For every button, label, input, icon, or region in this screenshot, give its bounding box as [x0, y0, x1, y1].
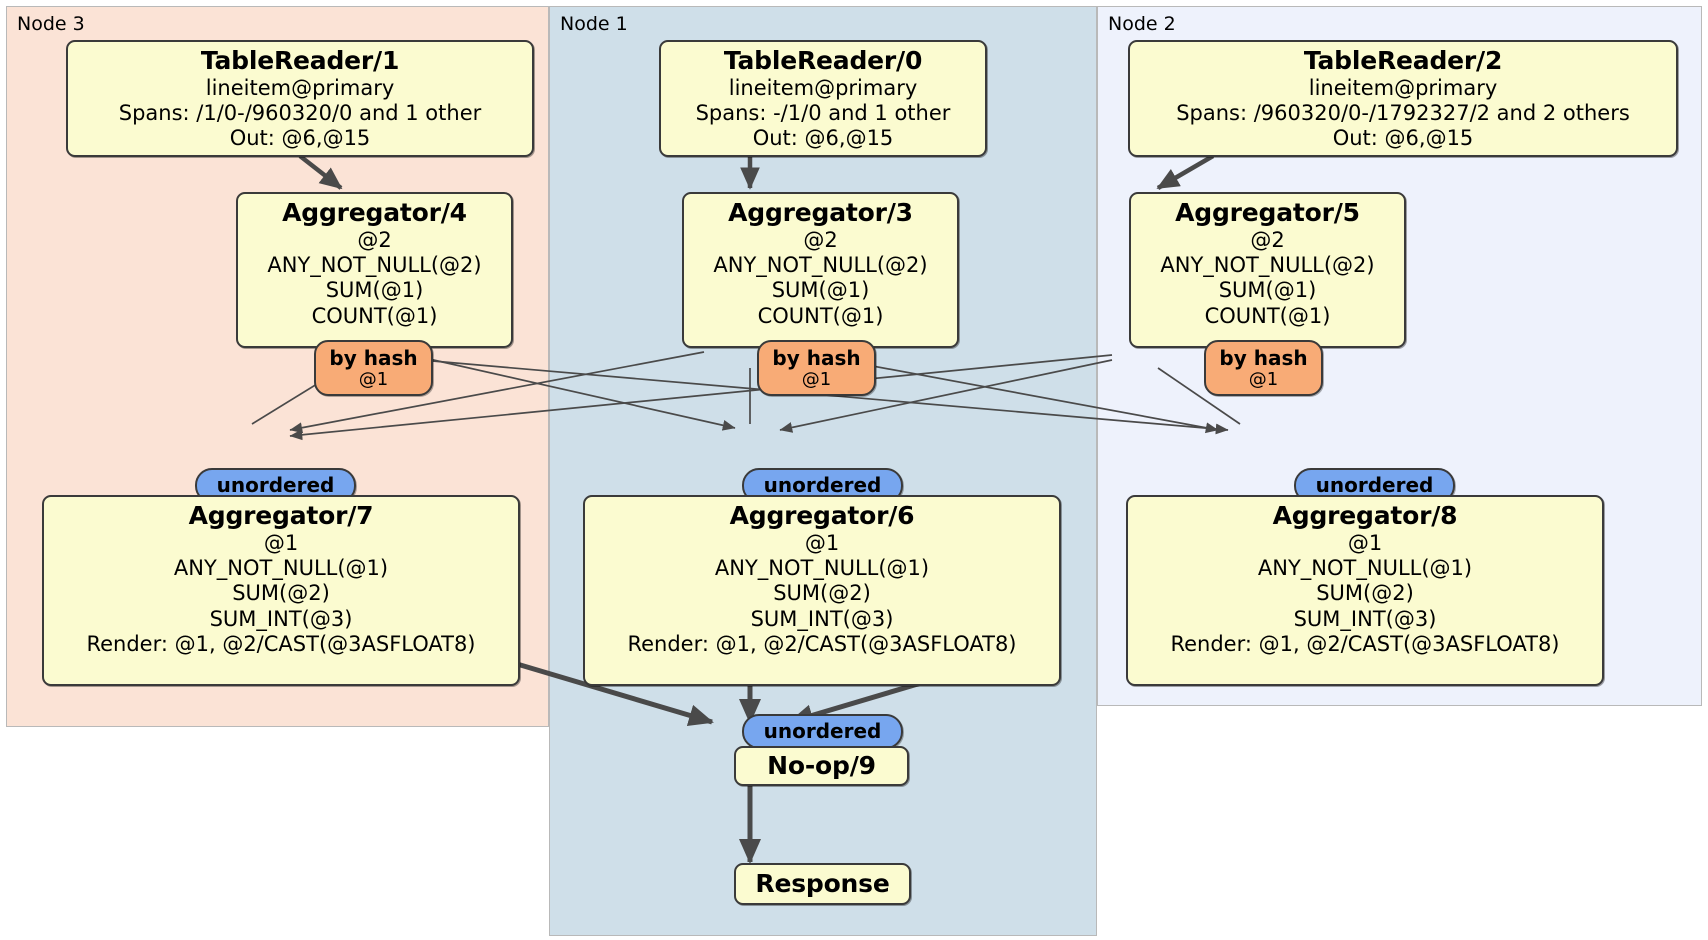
processor-line: SUM(@2) — [232, 581, 330, 606]
processor-line: SUM(@1) — [325, 278, 424, 303]
processor-line: ANY_NOT_NULL(@2) — [1160, 252, 1375, 277]
processor-line: ANY_NOT_NULL(@2) — [267, 252, 482, 277]
processor-line: @1 — [263, 530, 299, 555]
processor-line: COUNT(@1) — [311, 303, 438, 328]
processor-title: Aggregator/5 — [1175, 198, 1360, 227]
processor-noop-9[interactable]: No-op/9 — [734, 746, 909, 786]
node-panel-label-node-2: Node 2 — [1108, 13, 1176, 35]
processor-title: Aggregator/4 — [282, 198, 467, 227]
processor-line: ANY_NOT_NULL(@1) — [714, 555, 930, 580]
processor-line: lineitem@primary — [728, 75, 918, 100]
processor-aggregator-8[interactable]: Aggregator/8 @1 ANY_NOT_NULL(@1) SUM(@2)… — [1126, 495, 1604, 686]
router-unordered-final[interactable]: unordered — [742, 714, 903, 749]
processor-title: Response — [755, 869, 890, 899]
node-panel-label-node-1: Node 1 — [560, 13, 628, 35]
processor-title: TableReader/0 — [723, 46, 923, 75]
router-kind-label: unordered — [216, 473, 335, 497]
router-column-label: @1 — [358, 369, 389, 390]
processor-line: SUM(@1) — [1218, 278, 1317, 303]
processor-title: Aggregator/3 — [728, 198, 913, 227]
router-kind-label: unordered — [1315, 473, 1434, 497]
processor-line: Out: @6,@15 — [229, 126, 371, 151]
processor-title: TableReader/1 — [200, 46, 400, 75]
processor-line: Render: @1, @2/CAST(@3ASFLOAT8) — [1170, 632, 1560, 657]
router-by-hash-left[interactable]: by hash @1 — [314, 340, 433, 396]
processor-title: No-op/9 — [767, 751, 876, 781]
processor-line: COUNT(@1) — [1204, 303, 1331, 328]
node-panel-label-node-3: Node 3 — [17, 13, 85, 35]
router-column-label: @1 — [801, 369, 832, 390]
processor-line: Spans: /960320/0-/1792327/2 and 2 others — [1176, 100, 1630, 125]
processor-line: Render: @1, @2/CAST(@3ASFLOAT8) — [86, 632, 476, 657]
processor-line: @1 — [1347, 530, 1383, 555]
processor-line: Out: @6,@15 — [752, 126, 894, 151]
router-by-hash-right[interactable]: by hash @1 — [1204, 340, 1323, 396]
processor-aggregator-7[interactable]: Aggregator/7 @1 ANY_NOT_NULL(@1) SUM(@2)… — [42, 495, 520, 686]
processor-line: @2 — [803, 227, 838, 252]
processor-line: Out: @6,@15 — [1332, 126, 1474, 151]
processor-line: @2 — [357, 227, 392, 252]
router-kind-label: by hash — [1219, 346, 1308, 370]
processor-line: lineitem@primary — [205, 75, 395, 100]
processor-line: SUM(@2) — [1316, 581, 1414, 606]
router-kind-label: by hash — [772, 346, 861, 370]
processor-line: lineitem@primary — [1308, 75, 1498, 100]
processor-line: SUM(@2) — [773, 581, 871, 606]
processor-line: @2 — [1250, 227, 1285, 252]
processor-line: @1 — [804, 530, 840, 555]
router-column-label: @1 — [1248, 369, 1279, 390]
router-kind-label: unordered — [763, 473, 882, 497]
processor-aggregator-5[interactable]: Aggregator/5 @2 ANY_NOT_NULL(@2) SUM(@1)… — [1129, 192, 1406, 348]
processor-title: Aggregator/6 — [729, 501, 915, 530]
processor-line: ANY_NOT_NULL(@1) — [1257, 555, 1473, 580]
processor-line: Spans: -/1/0 and 1 other — [695, 100, 951, 125]
router-kind-label: unordered — [763, 719, 882, 743]
router-kind-label: by hash — [329, 346, 418, 370]
processor-tablereader-0[interactable]: TableReader/0 lineitem@primary Spans: -/… — [659, 40, 987, 157]
processor-line: ANY_NOT_NULL(@1) — [173, 555, 389, 580]
processor-line: SUM_INT(@3) — [750, 606, 894, 631]
processor-line: Render: @1, @2/CAST(@3ASFLOAT8) — [627, 632, 1017, 657]
processor-title: TableReader/2 — [1303, 46, 1503, 75]
processor-line: Spans: /1/0-/960320/0 and 1 other — [118, 100, 482, 125]
processor-line: COUNT(@1) — [757, 303, 884, 328]
processor-line: SUM_INT(@3) — [209, 606, 353, 631]
processor-title: Aggregator/7 — [188, 501, 374, 530]
processor-tablereader-2[interactable]: TableReader/2 lineitem@primary Spans: /9… — [1128, 40, 1678, 157]
processor-aggregator-4[interactable]: Aggregator/4 @2 ANY_NOT_NULL(@2) SUM(@1)… — [236, 192, 513, 348]
processor-response[interactable]: Response — [734, 863, 911, 905]
router-by-hash-center[interactable]: by hash @1 — [757, 340, 876, 396]
processor-line: ANY_NOT_NULL(@2) — [713, 252, 928, 277]
processor-line: SUM_INT(@3) — [1293, 606, 1437, 631]
processor-aggregator-6[interactable]: Aggregator/6 @1 ANY_NOT_NULL(@1) SUM(@2)… — [583, 495, 1061, 686]
processor-title: Aggregator/8 — [1272, 501, 1458, 530]
processor-aggregator-3[interactable]: Aggregator/3 @2 ANY_NOT_NULL(@2) SUM(@1)… — [682, 192, 959, 348]
processor-line: SUM(@1) — [771, 278, 870, 303]
processor-tablereader-1[interactable]: TableReader/1 lineitem@primary Spans: /1… — [66, 40, 534, 157]
